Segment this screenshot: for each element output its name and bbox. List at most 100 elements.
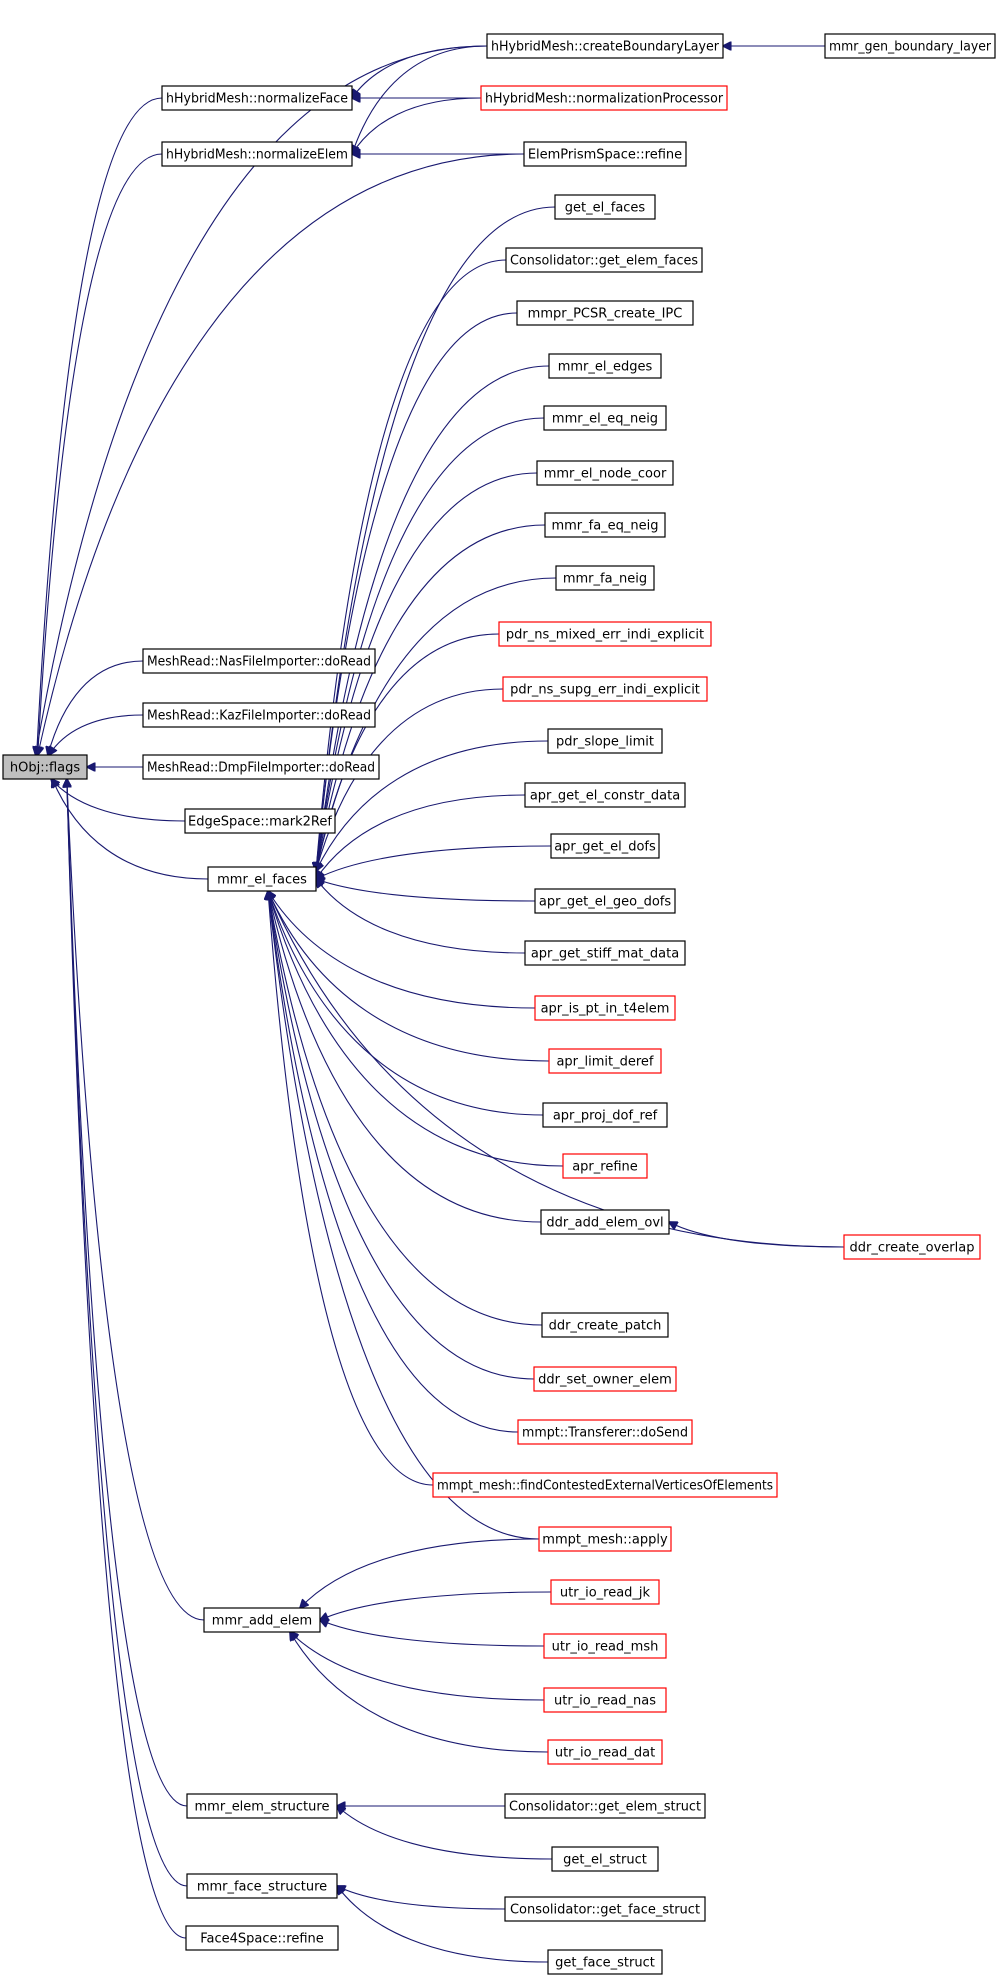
node-n33[interactable]: ddr_create_patch	[541, 1312, 669, 1338]
node-n44[interactable]: Consolidator::get_elem_struct	[504, 1793, 706, 1819]
node-box[interactable]	[524, 940, 686, 966]
node-box[interactable]	[498, 621, 712, 647]
node-n39[interactable]: utr_io_read_jk	[550, 1579, 660, 1605]
node-n45[interactable]: get_el_struct	[551, 1846, 659, 1872]
node-box[interactable]	[534, 888, 676, 914]
node-box[interactable]	[505, 247, 703, 273]
node-n49[interactable]: Face4Space::refine	[185, 1925, 339, 1951]
node-box[interactable]	[516, 300, 694, 326]
node-box[interactable]	[523, 141, 687, 167]
node-n24[interactable]: apr_get_el_dofs	[550, 833, 660, 859]
node-box[interactable]	[161, 141, 353, 167]
node-box[interactable]	[504, 1896, 706, 1922]
node-n43[interactable]: mmr_elem_structure	[186, 1793, 338, 1819]
node-n16[interactable]: mmr_el_eq_neig	[543, 405, 667, 431]
node-box[interactable]	[186, 1793, 338, 1819]
node-n12[interactable]: get_el_faces	[554, 194, 656, 220]
node-box[interactable]	[540, 1209, 670, 1235]
node-n46[interactable]: mmr_face_structure	[186, 1873, 338, 1899]
node-box[interactable]	[486, 33, 724, 59]
node-n32[interactable]: ddr_create_overlap	[843, 1234, 981, 1260]
node-box[interactable]	[203, 1607, 321, 1633]
node-n7[interactable]: MeshRead::NasFileImporter::doRead	[142, 648, 376, 674]
node-n42[interactable]: utr_io_read_dat	[547, 1739, 663, 1765]
node-n26[interactable]: apr_get_stiff_mat_data	[524, 940, 686, 966]
node-n38[interactable]: mmr_add_elem	[203, 1607, 321, 1633]
node-box[interactable]	[502, 676, 708, 702]
node-n31[interactable]: ddr_add_elem_ovl	[540, 1209, 670, 1235]
node-n0[interactable]: hObj::flags	[2, 754, 88, 780]
node-box[interactable]	[555, 565, 655, 591]
node-n9[interactable]: MeshRead::DmpFileImporter::doRead	[142, 754, 380, 780]
node-box[interactable]	[524, 782, 686, 808]
node-n25[interactable]: apr_get_el_geo_dofs	[534, 888, 676, 914]
node-box[interactable]	[550, 1579, 660, 1605]
node-n14[interactable]: mmpr_PCSR_create_IPC	[516, 300, 694, 326]
node-n30[interactable]: apr_refine	[562, 1153, 648, 1179]
node-box[interactable]	[543, 405, 667, 431]
node-box[interactable]	[824, 33, 996, 59]
node-box[interactable]	[542, 1102, 668, 1128]
node-n29[interactable]: apr_proj_dof_ref	[542, 1102, 668, 1128]
node-box[interactable]	[548, 1048, 662, 1074]
node-box[interactable]	[480, 85, 728, 111]
node-box[interactable]	[541, 1312, 669, 1338]
node-box[interactable]	[142, 702, 376, 728]
node-box[interactable]	[550, 833, 660, 859]
node-n6[interactable]: ElemPrismSpace::refine	[523, 141, 687, 167]
node-box[interactable]	[554, 194, 656, 220]
node-box[interactable]	[536, 460, 674, 486]
node-box[interactable]	[207, 866, 317, 892]
node-box[interactable]	[547, 728, 663, 754]
node-n35[interactable]: mmpt::Transferer::doSend	[517, 1419, 693, 1445]
node-n21[interactable]: pdr_ns_supg_err_indi_explicit	[502, 676, 708, 702]
node-box[interactable]	[547, 1739, 663, 1765]
node-box[interactable]	[517, 1419, 693, 1445]
node-box[interactable]	[142, 648, 376, 674]
node-box[interactable]	[543, 1633, 667, 1659]
node-n17[interactable]: mmr_el_node_coor	[536, 460, 674, 486]
node-n2[interactable]: hHybridMesh::normalizeElem	[161, 141, 353, 167]
node-n34[interactable]: ddr_set_owner_elem	[533, 1366, 677, 1392]
node-box[interactable]	[543, 1687, 667, 1713]
node-n20[interactable]: pdr_ns_mixed_err_indi_explicit	[498, 621, 712, 647]
node-n23[interactable]: apr_get_el_constr_data	[524, 782, 686, 808]
node-box[interactable]	[544, 512, 666, 538]
node-n27[interactable]: apr_is_pt_in_t4elem	[534, 995, 676, 1021]
node-box[interactable]	[551, 1846, 659, 1872]
node-n4[interactable]: mmr_gen_boundary_layer	[824, 33, 996, 59]
node-box[interactable]	[534, 995, 676, 1021]
node-n1[interactable]: hHybridMesh::normalizeFace	[161, 85, 353, 111]
node-box[interactable]	[184, 808, 336, 834]
node-n5[interactable]: hHybridMesh::normalizationProcessor	[480, 85, 728, 111]
node-n19[interactable]: mmr_fa_neig	[555, 565, 655, 591]
node-box[interactable]	[432, 1472, 778, 1498]
node-n41[interactable]: utr_io_read_nas	[543, 1687, 667, 1713]
node-box[interactable]	[185, 1925, 339, 1951]
node-box[interactable]	[562, 1153, 648, 1179]
node-n22[interactable]: pdr_slope_limit	[547, 728, 663, 754]
node-box[interactable]	[843, 1234, 981, 1260]
node-box[interactable]	[161, 85, 353, 111]
node-box[interactable]	[142, 754, 380, 780]
node-n48[interactable]: get_face_struct	[547, 1949, 663, 1975]
node-box[interactable]	[533, 1366, 677, 1392]
node-box[interactable]	[547, 1949, 663, 1975]
node-n10[interactable]: EdgeSpace::mark2Ref	[184, 808, 336, 834]
node-box[interactable]	[186, 1873, 338, 1899]
node-n13[interactable]: Consolidator::get_elem_faces	[505, 247, 703, 273]
node-n47[interactable]: Consolidator::get_face_struct	[504, 1896, 706, 1922]
node-n37[interactable]: mmpt_mesh::apply	[538, 1526, 672, 1552]
node-box[interactable]	[548, 353, 662, 379]
node-box[interactable]	[504, 1793, 706, 1819]
node-box[interactable]	[2, 754, 88, 780]
node-n15[interactable]: mmr_el_edges	[548, 353, 662, 379]
node-box[interactable]	[538, 1526, 672, 1552]
node-n40[interactable]: utr_io_read_msh	[543, 1633, 667, 1659]
node-n18[interactable]: mmr_fa_eq_neig	[544, 512, 666, 538]
node-n3[interactable]: hHybridMesh::createBoundaryLayer	[486, 33, 724, 59]
node-n28[interactable]: apr_limit_deref	[548, 1048, 662, 1074]
node-n8[interactable]: MeshRead::KazFileImporter::doRead	[142, 702, 376, 728]
node-n11[interactable]: mmr_el_faces	[207, 866, 317, 892]
node-n36[interactable]: mmpt_mesh::findContestedExternalVertices…	[432, 1472, 778, 1498]
